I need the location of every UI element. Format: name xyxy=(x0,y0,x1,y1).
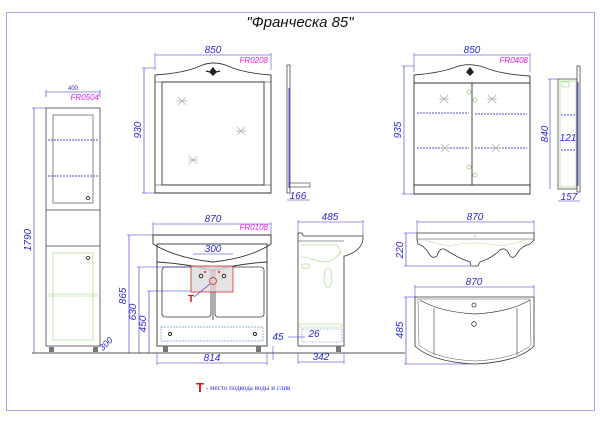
basin-top-width-dim: 870 xyxy=(466,277,483,288)
vanity-leg-offset-dim: 45 xyxy=(272,332,284,343)
mirror-height-dim: 930 xyxy=(133,121,144,138)
mirror: 850 FR0208 930 166 xyxy=(133,45,311,202)
vanity-code: FR0108 xyxy=(240,223,269,232)
drawing-frame xyxy=(6,12,595,411)
mirror-width-dim: 850 xyxy=(205,45,222,56)
vanity-body-width-dim: 814 xyxy=(204,353,221,364)
legend-text: - место подвода воды и слив xyxy=(205,384,291,392)
mirror-cabinet-width-dim: 850 xyxy=(464,45,481,56)
column-height-dim: 1790 xyxy=(23,228,34,251)
legend-marker: T xyxy=(196,380,204,395)
basin-top-depth-dim: 485 xyxy=(395,321,406,338)
vanity-side-depth-body-dim: 342 xyxy=(313,352,330,363)
basin-front-view: 870 220 xyxy=(395,212,535,267)
vanity-height-zone-dim: 450 xyxy=(138,315,149,332)
drawing-title: "Франческа 85" xyxy=(246,14,354,31)
basin-top-view: 870 485 xyxy=(395,277,535,365)
mirror-cabinet-height-dim: 935 xyxy=(393,121,404,138)
mirror-cabinet-side-height-dim: 840 xyxy=(540,125,551,142)
basin-front-width-dim: 870 xyxy=(467,212,484,223)
mirror-code: FR0208 xyxy=(240,56,269,65)
mirror-cabinet: 850 FR0408 935 xyxy=(393,45,581,203)
basin-front-height-dim: 220 xyxy=(395,241,406,259)
plumbing-marker: T xyxy=(188,294,194,305)
vanity-side-depth-top-dim: 485 xyxy=(322,212,339,223)
vanity-front: 870 FR0108 T 300 865 630 450 xyxy=(118,214,284,365)
column-width-dim: 400 xyxy=(68,86,79,92)
column-code: FR0504 xyxy=(71,93,100,102)
legend: T- место подвода воды и слив xyxy=(196,380,290,395)
mirror-depth-dim: 166 xyxy=(290,191,307,202)
mirror-cabinet-depth-dim: 157 xyxy=(561,192,578,203)
mirror-cabinet-code: FR0408 xyxy=(500,56,529,65)
plumbing-zone-width-dim: 300 xyxy=(205,244,222,255)
vanity-side: 485 26 342 xyxy=(288,212,364,364)
mirror-cabinet-shelf-gap-dim: 121 xyxy=(560,133,577,144)
vanity-top-width-dim: 870 xyxy=(205,214,222,225)
vanity-height-cabinet-dim: 630 xyxy=(128,303,139,320)
vanity-height-total-dim: 865 xyxy=(118,287,129,304)
vanity-side-drawer-offset-dim: 26 xyxy=(307,329,320,340)
column-cabinet: 400 FR0504 1790 300 xyxy=(23,86,115,353)
